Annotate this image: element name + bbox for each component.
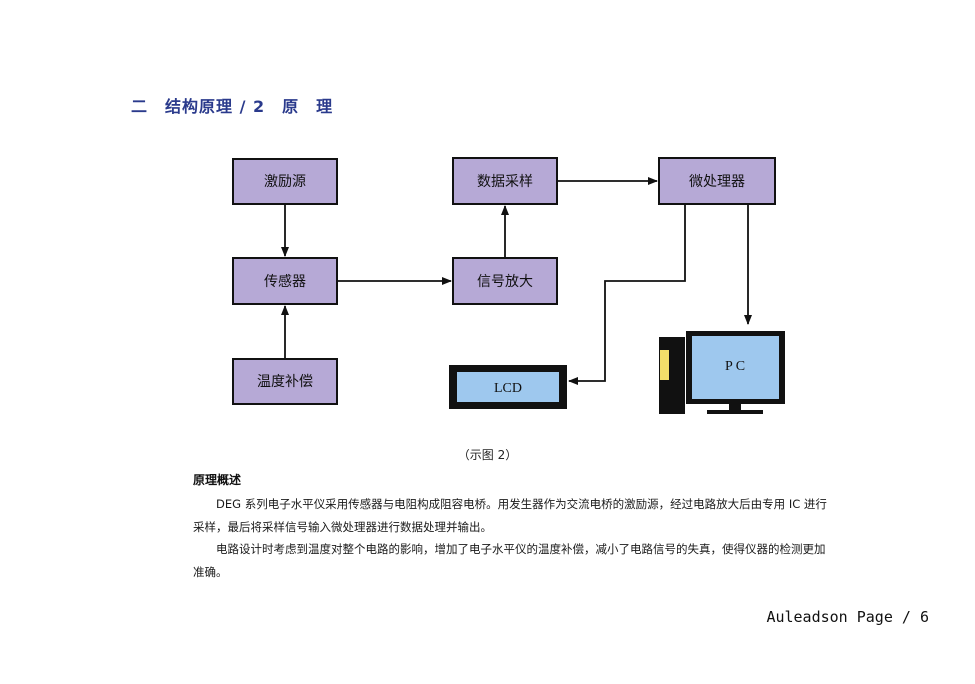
- figure-caption: （示图 2）: [457, 448, 518, 462]
- pc-monitor-base: [707, 410, 763, 414]
- pc-tower-drive: [660, 350, 669, 380]
- pc-monitor-neck: [729, 404, 741, 410]
- pc-monitor-screen: [692, 336, 779, 399]
- lcd-display: LCD: [449, 365, 567, 409]
- page-number: Auleadson Page / 6: [766, 608, 929, 626]
- box-signal-amplifier: 信号放大: [452, 257, 558, 305]
- box-excitation-source: 激励源: [232, 158, 338, 205]
- principle-heading: 原理概述: [193, 473, 242, 487]
- pc-label: P C: [725, 359, 745, 374]
- principle-paragraph-2: 电路设计时考虑到温度对整个电路的影响，增加了电子水平仪的温度补偿，减小了电路信号…: [193, 542, 826, 579]
- box-temp-comp-label: 温度补偿: [257, 374, 313, 390]
- section-title: 二 结构原理 / 2 原 理: [131, 97, 334, 116]
- arrow-mcu-to-lcd: [568, 204, 686, 385]
- pc-computer-icon: P C: [659, 331, 785, 414]
- lcd-screen: [457, 372, 559, 402]
- connectors: [281, 177, 752, 385]
- box-sensor-label: 传感器: [264, 273, 306, 290]
- lcd-label: LCD: [494, 381, 522, 396]
- box-data-sampling: 数据采样: [452, 157, 558, 205]
- box-excitation-label: 激励源: [264, 173, 306, 190]
- box-sensor: 传感器: [232, 257, 338, 305]
- principle-paragraph-1: DEG 系列电子水平仪采用传感器与电阻构成阻容电桥。用发生器作为交流电桥的激励源…: [193, 497, 827, 534]
- box-temperature-compensation: 温度补偿: [232, 358, 338, 405]
- box-amplifier-label: 信号放大: [477, 274, 533, 290]
- box-mcu-label: 微处理器: [689, 174, 745, 190]
- box-microprocessor: 微处理器: [658, 157, 776, 205]
- box-sampling-label: 数据采样: [477, 174, 533, 190]
